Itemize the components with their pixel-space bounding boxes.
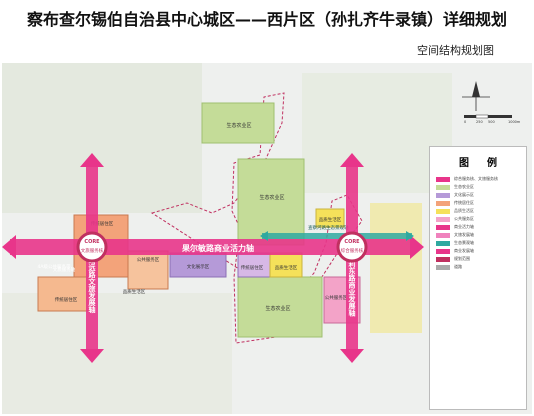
legend-label: 公共服务区 (454, 216, 474, 221)
legend-swatch (436, 176, 450, 182)
svg-text:文旅服务轴: 文旅服务轴 (53, 266, 76, 273)
svg-text:文化展示区: 文化展示区 (187, 263, 210, 270)
commercial-axis-east-arrow (410, 235, 424, 259)
legend-swatch (436, 224, 450, 230)
svg-text:传统居住区: 传统居住区 (241, 264, 264, 271)
svg-text:CORE: CORE (84, 239, 100, 245)
zone-traditional-res-sw (37, 276, 95, 312)
legend-label: 传统居住区 (454, 200, 474, 205)
legend-label: 生态景观轴 (454, 240, 474, 245)
legend-swatch (436, 256, 450, 262)
zone-eco-south (237, 276, 323, 338)
zone-eco-north-label: 生态农业区 (226, 122, 251, 129)
legend-item: 公共服务区 (436, 215, 526, 223)
legend-item: 商业发展轴 (436, 247, 526, 255)
legend-label: 商业发展轴 (454, 248, 474, 253)
legend-swatch (436, 216, 450, 222)
svg-text:品质生活区: 品质生活区 (319, 216, 342, 223)
legend-swatch (436, 192, 450, 198)
legend: 图例 综合服务核、文旅服务核生态农业区文化展示区传统居住区品质生活区公共服务区商… (429, 146, 527, 410)
zone-eco-north (201, 102, 275, 144)
legend-item: 生态农业区 (436, 183, 526, 191)
svg-text:文旅服务核: 文旅服务核 (81, 247, 104, 254)
page-title: 察布查尔锡伯自治县中心城区——西片区（孙扎齐牛录镇）详细规划 (26, 10, 507, 29)
legend-swatch (436, 264, 450, 270)
west-axis-label: 靖远路文旅发展轴 (88, 256, 97, 314)
legend-label: 规划范围 (454, 256, 470, 261)
legend-item: 生态景观轴 (436, 239, 526, 247)
legend-item: 规划范围 (436, 255, 526, 263)
svg-text:4A级公共服务带: 4A级公共服务带 (38, 263, 71, 270)
legend-item: 道路 (436, 263, 526, 271)
legend-item: 传统居住区 (436, 199, 526, 207)
zone-eco-south-label: 生态农业区 (265, 305, 290, 312)
map-subtitle: 空间结构规划图 (417, 44, 494, 57)
svg-text:CORE: CORE (344, 239, 360, 245)
scale-bar: 0 250 500 1000m (464, 114, 521, 124)
legend-swatch (436, 208, 450, 214)
legend-swatch (436, 200, 450, 206)
legend-label: 文旅发展轴 (454, 232, 474, 237)
legend-item: 品质生活区 (436, 207, 526, 215)
zone-traditional-res-center (237, 252, 271, 278)
svg-text:综合服务核: 综合服务核 (341, 247, 364, 254)
legend-label: 道路 (454, 264, 462, 269)
svg-text:250: 250 (476, 120, 483, 124)
legend-swatch (436, 248, 450, 254)
legend-label: 品质生活区 (454, 208, 474, 213)
legend-swatch (436, 184, 450, 190)
svg-text:查察河路生态景观轴: 查察河路生态景观轴 (308, 224, 349, 231)
svg-text:公共服务区: 公共服务区 (137, 256, 160, 263)
commercial-axis-label: 果尔敏路商业活力轴 (181, 243, 254, 253)
zone-eco-center (237, 158, 305, 246)
svg-text:传统居住区: 传统居住区 (91, 220, 114, 227)
west-core (76, 231, 108, 263)
legend-label: 文化展示区 (454, 192, 474, 197)
legend-item: 综合服务核、文旅服务核 (436, 175, 526, 183)
svg-text:品质生活区: 品质生活区 (275, 264, 298, 271)
commercial-axis-west-arrow (2, 235, 16, 259)
svg-text:0: 0 (464, 120, 466, 124)
legend-label: 综合服务核、文旅服务核 (454, 176, 498, 181)
svg-text:传统居住区: 传统居住区 (55, 296, 78, 303)
compass-icon (462, 81, 490, 111)
eco-axis (262, 233, 412, 239)
commercial-axis (10, 239, 414, 255)
legend-title: 图例 (459, 158, 515, 169)
legend-label: 生态农业区 (454, 184, 474, 189)
svg-text:500: 500 (488, 120, 495, 124)
legend-swatch (436, 240, 450, 246)
east-axis-label: 胜利东路商业发展轴 (348, 253, 357, 318)
svg-text:1000m: 1000m (508, 120, 521, 124)
zone-eco-center-label: 生态农业区 (259, 194, 284, 201)
legend-label: 商业活力轴 (454, 224, 474, 229)
legend-item: 商业活力轴 (436, 223, 526, 231)
svg-text:公共服务区: 公共服务区 (325, 294, 348, 301)
legend-swatch (436, 232, 450, 238)
svg-text:品质生活区: 品质生活区 (123, 288, 146, 295)
legend-item: 文化展示区 (436, 191, 526, 199)
zone-quality-res-center (269, 252, 303, 278)
zone-public-service (127, 250, 169, 290)
east-core (336, 231, 368, 263)
zone-quality-res-east (315, 208, 345, 228)
legend-item: 文旅发展轴 (436, 231, 526, 239)
